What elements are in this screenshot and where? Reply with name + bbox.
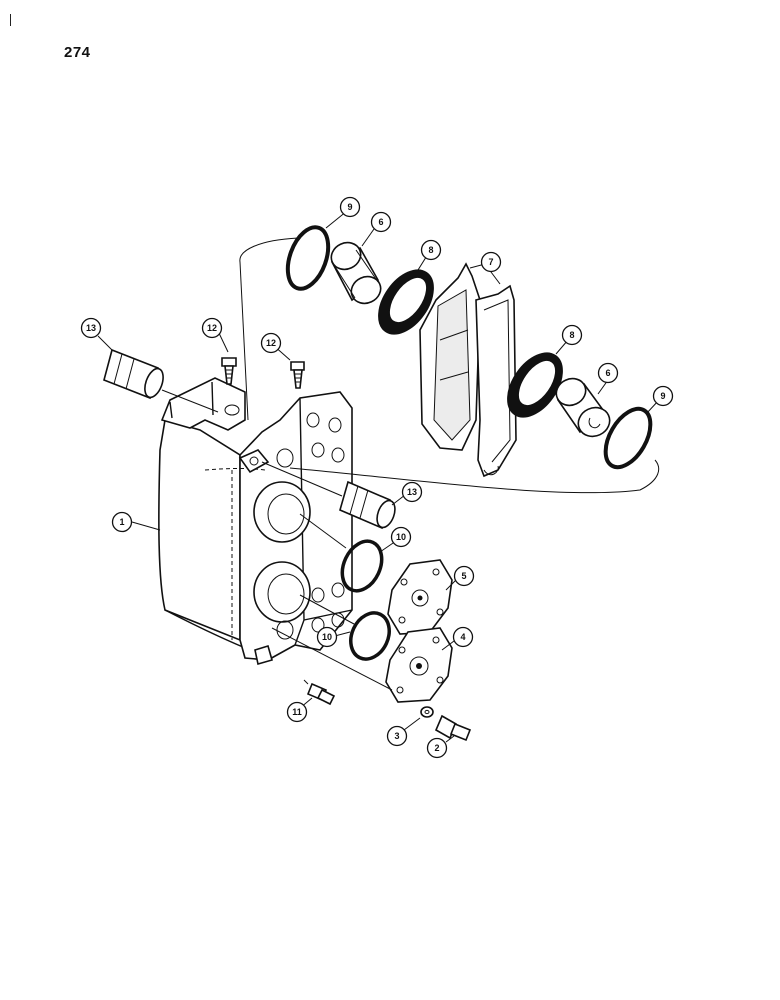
callout-13-lower: 13 (401, 481, 423, 503)
svg-text:3: 3 (394, 731, 399, 741)
dust-boot-upper (378, 269, 434, 335)
svg-text:10: 10 (396, 532, 406, 542)
svg-text:13: 13 (86, 323, 96, 333)
seal-ring-upper (285, 225, 331, 291)
callout-13-upper: 13 (80, 317, 102, 339)
dust-boot-lower (507, 352, 563, 418)
callout-4: 4 (452, 626, 474, 648)
svg-text:9: 9 (347, 202, 352, 212)
callout-10-upper: 10 (390, 526, 412, 548)
callout-10-lower: 10 (316, 626, 338, 648)
callout-8-lower: 8 (561, 324, 583, 346)
svg-text:12: 12 (207, 323, 217, 333)
svg-text:4: 4 (460, 632, 465, 642)
brake-pad-inner (419, 262, 481, 451)
svg-text:6: 6 (605, 368, 610, 378)
callout-12-left: 12 (201, 317, 223, 339)
svg-text:10: 10 (322, 632, 332, 642)
callout-12-right: 12 (260, 332, 282, 354)
svg-text:8: 8 (569, 330, 574, 340)
assembly-bracket-line (239, 237, 660, 494)
svg-text:7: 7 (488, 257, 493, 267)
callout-11: 11 (286, 701, 308, 723)
callout-6-upper: 6 (370, 211, 392, 233)
svg-text:9: 9 (660, 391, 665, 401)
mounting-bolt-left (221, 357, 237, 385)
callout-3: 3 (386, 725, 408, 747)
svg-text:1: 1 (119, 517, 124, 527)
brake-pad-outer (475, 284, 517, 478)
svg-text:5: 5 (461, 571, 466, 581)
cover-bolt (434, 714, 472, 742)
svg-text:6: 6 (378, 217, 383, 227)
seal-ring-lower (603, 406, 653, 470)
cover-plate-upper (387, 559, 453, 635)
caliper-housing (158, 377, 353, 666)
o-ring-lower (299, 594, 391, 661)
bleeder-screw (303, 679, 336, 706)
washer (420, 706, 434, 718)
callout-8-upper: 8 (420, 239, 442, 261)
callout-9-lower: 9 (652, 385, 674, 407)
callout-5: 5 (453, 565, 475, 587)
page-edge-mark (10, 14, 11, 26)
svg-text:13: 13 (407, 487, 417, 497)
svg-text:8: 8 (428, 245, 433, 255)
piston-lower (555, 377, 611, 438)
svg-text:11: 11 (292, 707, 302, 717)
callout-6-lower: 6 (597, 362, 619, 384)
guide-pin-lower (261, 461, 396, 530)
page-number: 274 (64, 44, 91, 61)
callout-7: 7 (480, 251, 502, 273)
svg-text:12: 12 (266, 338, 276, 348)
callout-9-upper: 9 (339, 196, 361, 218)
mounting-bolt-right (290, 361, 305, 389)
svg-text:2: 2 (434, 743, 439, 753)
cover-plate-lower (271, 627, 453, 703)
callout-2: 2 (426, 737, 448, 759)
callout-1: 1 (111, 511, 133, 533)
piston-upper (330, 241, 382, 305)
guide-pin-upper (103, 348, 219, 413)
o-ring-upper (299, 513, 384, 593)
